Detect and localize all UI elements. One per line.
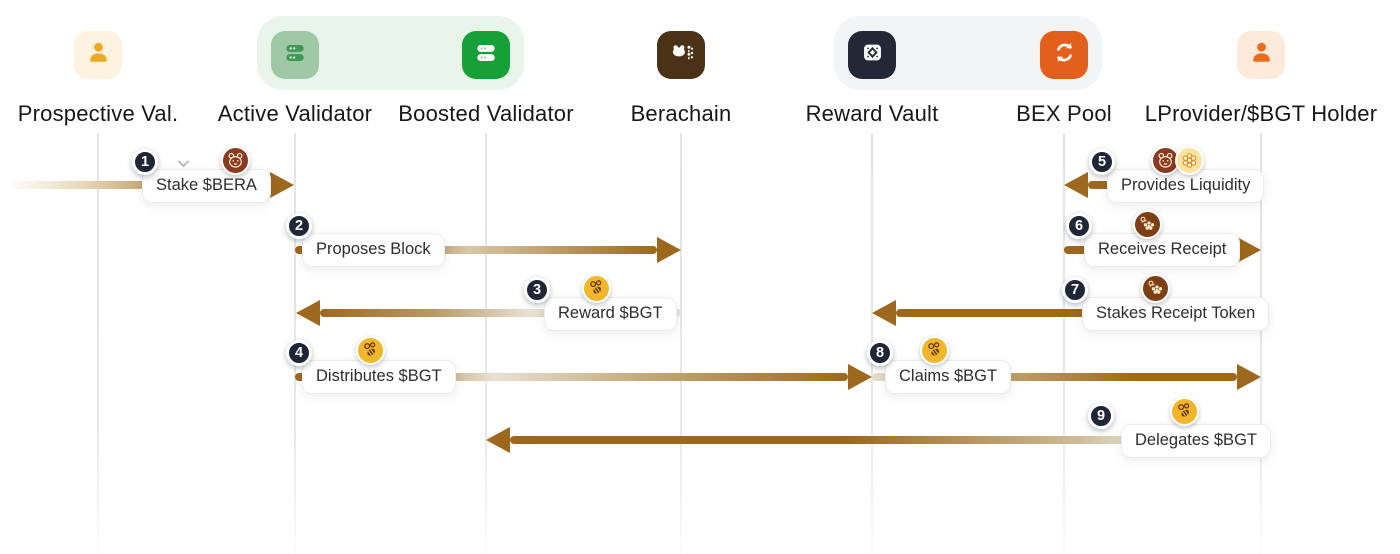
lifeline-prospective-val (97, 133, 99, 554)
bera-token-icon (221, 146, 250, 175)
step-badge-9: 9 (1088, 403, 1114, 429)
receipt-token-icon (1133, 210, 1162, 239)
server-icon (473, 40, 499, 71)
honeycomb-token-icon (1175, 146, 1204, 175)
arrowhead-right-icon (657, 237, 681, 263)
receipt-token-icon (1141, 274, 1170, 303)
arrowhead-right-icon (1237, 237, 1261, 263)
arrow-claims-bgt (872, 373, 1237, 381)
actor-label-active-validator: Active Validator (217, 101, 373, 126)
step-badge-3: 3 (524, 277, 550, 303)
actor-label-reward-vault: Reward Vault (805, 101, 939, 126)
actor-label-prospective-val: Prospective Val. (17, 101, 179, 126)
lifeline-bex-pool (1063, 133, 1065, 554)
message-label-proposes-block: Proposes Block (302, 233, 445, 267)
arrow-stakes-receipt-token (896, 309, 1261, 317)
message-label-stakes-receipt-token: Stakes Receipt Token (1082, 297, 1270, 331)
step-badge-4: 4 (286, 340, 312, 366)
arrow-proposes-block (295, 246, 657, 254)
message-label-claims-bgt: Claims $BGT (885, 360, 1012, 394)
arrowhead-left-icon (1064, 172, 1088, 198)
bex-pool-node (1040, 31, 1088, 79)
person-icon (1248, 39, 1275, 71)
arrow-reward-bgt (320, 309, 681, 317)
arrowhead-right-icon (270, 172, 294, 198)
arrowhead-left-icon (486, 427, 510, 453)
actor-label-boosted-validator: Boosted Validator (398, 101, 574, 126)
arrowhead-left-icon (296, 300, 320, 326)
lprovider-node (1237, 31, 1285, 79)
bgt-token-icon (920, 336, 949, 365)
vault-icon (859, 39, 886, 71)
prospective-validator-node (74, 31, 122, 79)
bgt-token-icon (1170, 397, 1199, 426)
person-icon (85, 39, 112, 71)
berachain-icon (668, 39, 695, 71)
lifeline-boosted-validator (485, 133, 487, 554)
arrowhead-left-icon (872, 300, 896, 326)
chevron-down-icon (177, 156, 190, 174)
swap-icon (1051, 39, 1078, 71)
step-badge-6: 6 (1066, 213, 1092, 239)
arrowhead-right-icon (848, 364, 872, 390)
boosted-validator-node (462, 31, 510, 79)
message-label-distributes-bgt: Distributes $BGT (302, 360, 456, 394)
message-label-stake-bera: Stake $BERA (142, 169, 271, 203)
message-label-delegates-bgt: Delegates $BGT (1121, 424, 1271, 458)
active-validator-node (271, 31, 319, 79)
step-badge-7: 7 (1062, 277, 1088, 303)
berachain-node (657, 31, 705, 79)
message-label-reward-bgt: Reward $BGT (544, 297, 677, 331)
arrow-distributes-bgt (295, 373, 848, 381)
step-badge-8: 8 (867, 340, 893, 366)
reward-vault-node (848, 31, 896, 79)
actor-label-bex-pool: BEX Pool (1016, 101, 1112, 126)
server-icon (282, 40, 308, 71)
bgt-token-icon (356, 336, 385, 365)
actor-label-berachain: Berachain (630, 101, 732, 126)
bgt-token-icon (582, 274, 611, 303)
actor-label-lprovider: LProvider/$BGT Holder (1144, 101, 1378, 126)
lifeline-lprovider (1260, 133, 1262, 554)
lifeline-berachain (680, 133, 682, 554)
message-label-receives-receipt: Receives Receipt (1084, 233, 1241, 267)
step-badge-5: 5 (1089, 149, 1115, 175)
arrow-stake-bera (8, 181, 270, 189)
arrowhead-right-icon (1237, 364, 1261, 390)
arrow-delegates-bgt (510, 436, 1125, 444)
step-badge-2: 2 (286, 213, 312, 239)
step-badge-1: 1 (132, 149, 158, 175)
